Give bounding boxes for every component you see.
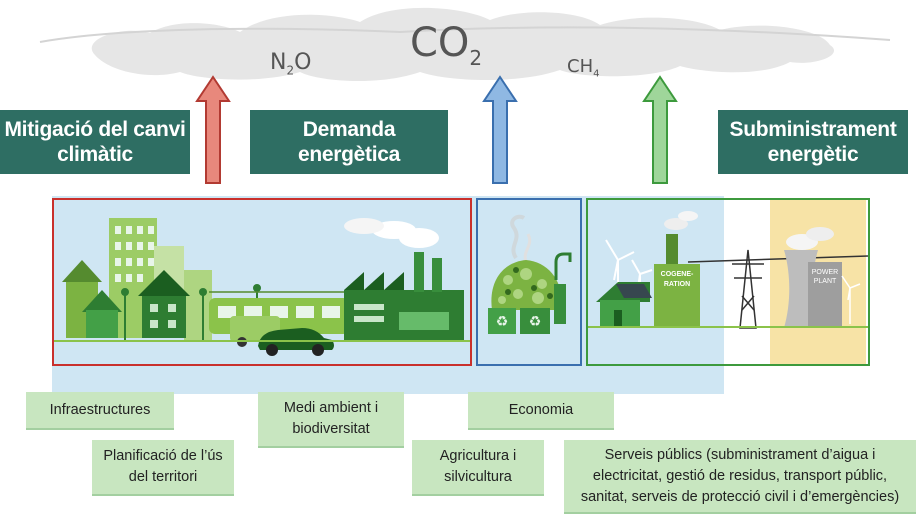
power-plant-label-line2: PLANT [814,278,837,285]
n2o-label: N2O [270,50,312,78]
recycling-illustration: ♻ ♻ [488,214,572,334]
city-illustration [54,218,470,356]
sector-box-land-planning: Planificació de l’ús del territori [92,440,234,496]
green-arrow [642,75,678,184]
sector-box-public-services: Serveis públics (subministrament d’aigua… [564,440,916,514]
sector-box-agriculture: Agricultura i silvicultura [412,440,544,496]
power-plant-label-line1: POWER [812,269,838,276]
co2-label: CO2 [410,20,483,70]
header-energy-demand: Demanda energètica [250,110,448,174]
svg-text:♻: ♻ [529,313,542,329]
sector-box-infrastructure: Infraestructures [26,392,174,430]
blue-arrow [482,75,518,184]
mitigation-frame [52,198,472,366]
energy-supply-illustration: COGENE- RATION POWER PLANT [588,211,868,329]
greenhouse-gas-cloud [39,7,891,82]
cogeneration-label-line1: COGENE- [661,271,694,278]
supply-frame [586,198,870,366]
svg-text:♻: ♻ [496,313,509,329]
ch4-label: CH4 [567,56,600,80]
header-energy-supply: Subministrament energètic [718,110,908,174]
header-mitigation: Mitigació del canvi climàtic [0,110,190,174]
sector-box-environment: Medi ambient i biodiversitat [258,392,404,448]
sector-box-economy: Economia [468,392,614,430]
red-arrow [195,75,231,184]
cogeneration-label-line2: RATION [664,281,690,288]
demand-frame [476,198,582,366]
